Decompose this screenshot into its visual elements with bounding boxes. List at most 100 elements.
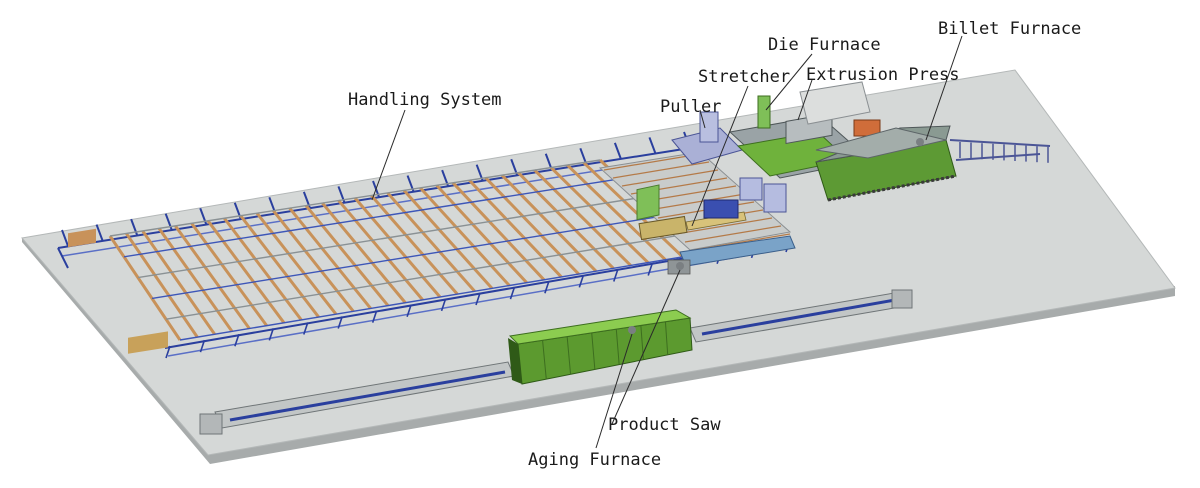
floor-slab: [21, 69, 1176, 464]
handling-post-front: [165, 345, 171, 359]
leader-product-saw: [611, 269, 681, 425]
leader-puller: [699, 109, 706, 129]
cooling-crossbar: [137, 196, 641, 279]
aging-furnace-top: [508, 309, 692, 345]
handling-post: [648, 137, 657, 154]
product-saw-marker: [676, 262, 684, 270]
label-product-saw: Product Saw: [608, 415, 721, 435]
handling-post-front: [578, 275, 585, 288]
cooling-slat: [353, 197, 442, 298]
cooling-slat: [304, 204, 390, 307]
billet-furnace: [815, 125, 957, 202]
cooling-slat: [549, 166, 650, 264]
blue-cabinet: [703, 199, 739, 219]
puller-tower: [699, 111, 719, 143]
handling-end-unit: [68, 228, 96, 248]
aging-rail-left-track: [229, 370, 506, 422]
runout-roller: [612, 161, 710, 179]
handling-post-front: [234, 333, 240, 347]
handling-system: [57, 131, 791, 359]
handling-post-front: [268, 328, 275, 341]
aging-furnace-rib: [591, 332, 596, 370]
press-cylinder: [799, 81, 871, 125]
cooling-slat: [533, 169, 632, 267]
cooling-slat: [141, 230, 216, 336]
handling-front-unit: [128, 331, 168, 354]
billet-conveyor-legs: [959, 142, 1049, 163]
cooling-slat: [468, 179, 563, 278]
handling-post-front: [406, 304, 412, 318]
cooling-slat: [500, 174, 598, 273]
label-puller: Puller: [660, 97, 722, 117]
handling-post-front: [475, 292, 481, 306]
handling-post-front: [199, 339, 206, 353]
cooling-slat: [419, 186, 511, 287]
label-aging-furnace: Aging Furnace: [528, 450, 662, 470]
label-extrusion-press: Extrusion Press: [806, 65, 960, 85]
billet-furnace-roof: [815, 127, 947, 159]
cooling-slat: [435, 184, 528, 284]
cooling-slat: [484, 176, 580, 276]
cooling-slat: [108, 235, 182, 341]
leader-die-furnace: [765, 53, 813, 111]
aging-furnace-rib: [664, 321, 669, 355]
runout-roller: [648, 193, 746, 211]
cooling-table-crossbars: [109, 159, 701, 341]
floor-top: [21, 69, 1176, 456]
cooling-slat: [255, 212, 338, 316]
handling-post: [95, 224, 104, 241]
label-handling-system: Handling System: [348, 90, 502, 110]
cooling-slat: [337, 199, 424, 301]
aging-furnace-end: [508, 338, 522, 384]
cooling-slat: [288, 207, 372, 310]
handling-post: [61, 229, 69, 247]
handling-post-front: [371, 310, 378, 323]
handling-post-front: [544, 280, 550, 294]
cooling-slat: [321, 202, 407, 304]
cooling-slat: [566, 163, 667, 261]
billet-furnace-skirt: [827, 174, 957, 202]
runout-roller: [603, 153, 701, 171]
cooling-slat: [272, 209, 355, 313]
cooling-crossbar: [123, 178, 621, 258]
cooling-slat: [206, 219, 286, 324]
handling-post-front: [509, 286, 516, 300]
aging-furnace-rib: [566, 336, 572, 375]
leader-aging-furnace: [595, 333, 633, 449]
handling-post-front: [613, 269, 619, 282]
cooling-slat: [402, 189, 494, 290]
runout-roller: [684, 225, 782, 243]
runout-roller: [675, 217, 773, 235]
green-panel: [636, 184, 660, 221]
cooling-slat: [451, 181, 546, 281]
control-boxes-1: [739, 177, 763, 201]
leader-handling-system: [371, 109, 406, 201]
billet-furnace-marker: [916, 138, 924, 146]
cooling-slat: [582, 161, 684, 258]
cooling-crossbar: [165, 234, 681, 320]
runout-roller: [621, 169, 719, 187]
cooling-table-slats: [108, 158, 702, 341]
leader-stretcher: [691, 85, 749, 227]
aging-rail-right-track: [701, 298, 896, 336]
leader-lines: [371, 35, 963, 449]
cooling-slat: [370, 194, 459, 296]
label-die-furnace: Die Furnace: [768, 35, 881, 55]
puller-stretcher-area: [636, 111, 787, 241]
cooling-slat: [386, 191, 476, 293]
handling-rail-left: [57, 247, 69, 269]
handling-post-front: [303, 322, 309, 335]
aging-furnace-rib: [542, 340, 547, 380]
control-boxes-2: [763, 183, 787, 213]
handling-post: [613, 142, 622, 160]
label-stretcher: Stretcher: [698, 67, 791, 87]
aging-rail-end-right: [891, 289, 913, 309]
cooling-slat: [190, 222, 268, 327]
cooling-crossbar: [109, 159, 601, 237]
aging-furnace-marker: [628, 326, 636, 334]
cooling-slat: [239, 214, 320, 318]
stretcher-head: [638, 215, 688, 241]
cooling-slat: [125, 232, 199, 338]
cooling-crossbar: [179, 253, 701, 341]
